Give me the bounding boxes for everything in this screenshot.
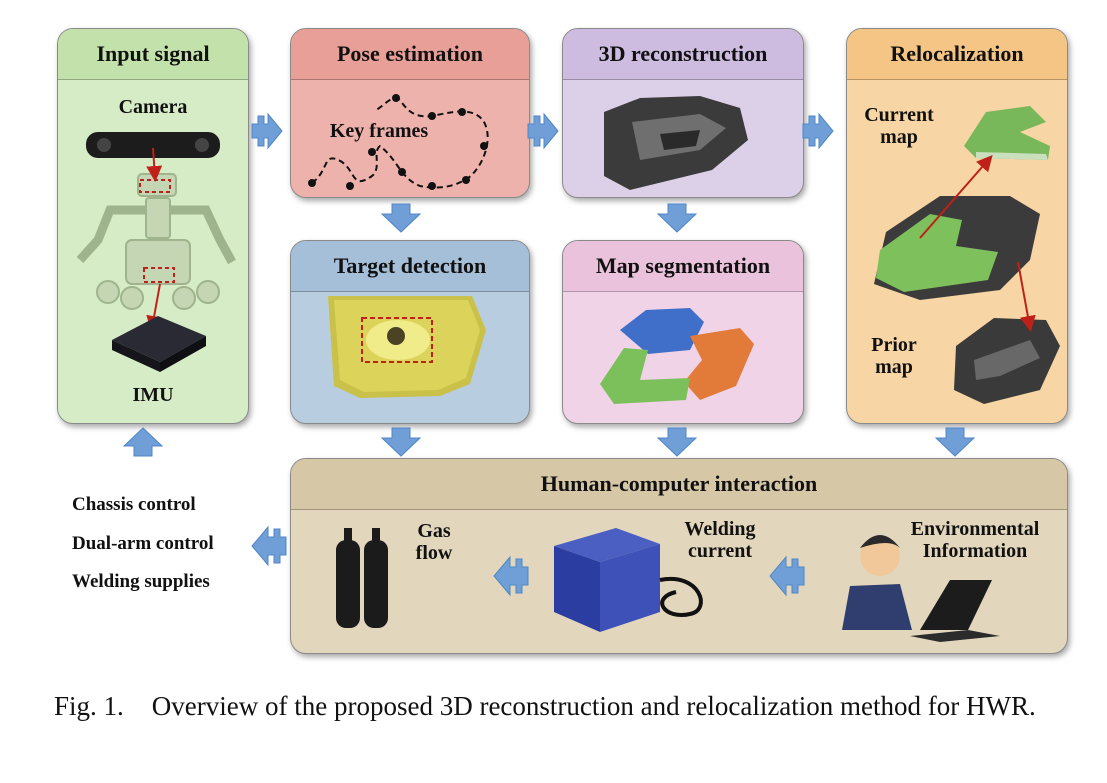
segmented-map-image xyxy=(600,308,754,404)
reconstruction-title: 3D reconstruction xyxy=(563,29,803,80)
pose-estimation-title: Pose estimation xyxy=(291,29,529,80)
camera-label: Camera xyxy=(118,96,188,118)
arrow-down-5 xyxy=(934,427,976,457)
caption-text: Overview of the proposed 3D reconstructi… xyxy=(151,691,1036,721)
reconstruction-map-image xyxy=(604,96,748,190)
current-map-label: Current map xyxy=(864,104,934,148)
current-map-image xyxy=(964,106,1050,160)
figure-caption: Fig. 1. Overview of the proposed 3D recon… xyxy=(54,688,1104,724)
hci-title: Human-computer interaction xyxy=(291,459,1067,510)
input-signal-title: Input signal xyxy=(58,29,248,80)
operator-laptop-icon xyxy=(842,535,1000,642)
arrow-down-1 xyxy=(380,203,422,233)
key-frame-markers xyxy=(308,94,488,190)
environmental-info-label: Environmental Information xyxy=(910,518,1040,562)
arrow-down-4 xyxy=(656,427,698,457)
gas-flow-label: Gas flow xyxy=(415,520,453,564)
imu-icon xyxy=(112,316,206,372)
imu-label: IMU xyxy=(132,384,174,406)
arrow-down-3 xyxy=(380,427,422,457)
caption-label: Fig. 1. xyxy=(54,691,124,721)
arrow-left-3 xyxy=(769,555,805,597)
welding-machine-icon xyxy=(554,528,703,632)
output-welding-supplies: Welding supplies xyxy=(72,571,210,592)
prior-map-label: Prior map xyxy=(871,334,917,378)
map-segmentation-panel: Map segmentation xyxy=(562,240,804,424)
arrow-up-1 xyxy=(122,427,164,457)
output-dual-arm-control: Dual-arm control xyxy=(72,533,214,554)
map-segmentation-title: Map segmentation xyxy=(563,241,803,292)
target-detection-title: Target detection xyxy=(291,241,529,292)
arrow-right-3 xyxy=(802,112,834,150)
arrow-right-2 xyxy=(527,112,559,150)
arrow-down-2 xyxy=(656,203,698,233)
welding-current-label: Welding current xyxy=(684,518,756,562)
target-detection-image xyxy=(328,296,486,398)
arrow-left-2 xyxy=(493,555,529,597)
relocalization-title: Relocalization xyxy=(847,29,1067,80)
gas-cylinder-icon xyxy=(336,528,388,628)
trajectory-icon xyxy=(311,97,489,189)
key-frames-label: Key frames xyxy=(329,120,429,142)
arrow-right-1 xyxy=(251,112,283,150)
global-map-image xyxy=(874,196,1040,300)
prior-map-image xyxy=(954,318,1060,404)
arrow-left-1 xyxy=(251,525,287,567)
pose-estimation-panel: Pose estimation xyxy=(290,28,530,198)
robot-icon xyxy=(76,173,236,310)
camera-icon xyxy=(86,132,220,158)
output-chassis-control: Chassis control xyxy=(72,494,196,515)
